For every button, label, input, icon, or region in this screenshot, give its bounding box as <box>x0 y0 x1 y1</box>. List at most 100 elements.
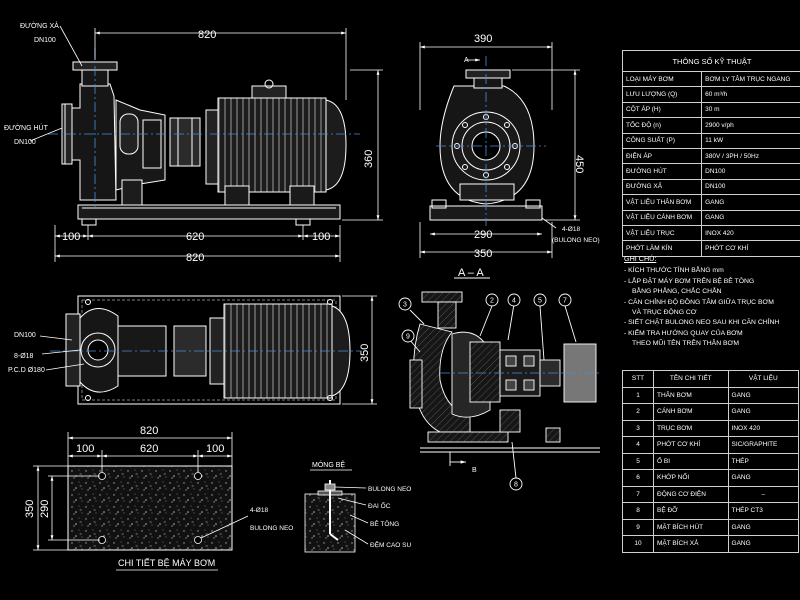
balloon-3 <box>398 297 412 311</box>
note-line: BẰNG PHẲNG, CHẮC CHẮN <box>632 288 722 296</box>
front-motor-fan-cover <box>325 99 347 191</box>
parts-material: GANG <box>727 535 800 553</box>
base-bolt-label-2: BULONG NEO <box>250 525 293 532</box>
parts-header-name: TÊN CHI TIẾT <box>653 370 729 388</box>
parts-stt: 5 <box>622 452 654 470</box>
balloon-label-2: 2 <box>490 298 494 305</box>
plan-label-pcd: P.C.D Ø180 <box>8 367 45 374</box>
front-inlet-label-2: DN100 <box>14 139 36 146</box>
parts-header-row: STT TÊN CHI TIẾT VẬT LIỆU <box>622 370 800 388</box>
base-detail-caption: CHI TIẾT BỆ MÁY BƠM <box>118 558 215 568</box>
side-dim-height: 450 <box>573 155 585 173</box>
parts-material: THÉP <box>727 452 800 470</box>
section-balloon-labels: 3 2 4 5 7 9 8 <box>403 298 567 489</box>
foundation-title: MÓNG BỆ <box>312 460 345 469</box>
base-concrete-block <box>67 465 233 551</box>
spec-value: GANG <box>701 209 800 226</box>
note-line: THEO MŨI TÊN TRÊN THÂN BƠM <box>632 340 740 348</box>
front-lifting-eye <box>264 79 274 89</box>
spec-value: 380V / 3PH / 50Hz <box>701 147 800 165</box>
section-pedestal <box>427 431 509 443</box>
note-line: - LẮP ĐẶT MÁY BƠM TRÊN BỆ BÊ TÔNG <box>624 277 755 285</box>
balloon-label-7: 7 <box>563 298 567 305</box>
front-dim-total-top: 820 <box>198 29 216 41</box>
spec-key: CÔNG SUẤT (P) <box>621 132 703 149</box>
balloon-8 <box>509 477 523 491</box>
parts-stt: 7 <box>622 485 654 503</box>
front-dim-total-bottom: 820 <box>186 252 204 264</box>
parts-name: THÂN BƠM <box>653 386 729 404</box>
spec-row: CỘT ÁP (H)30 m <box>621 101 800 119</box>
base-dim-inner: 290 <box>39 500 51 518</box>
front-dim-height: 360 <box>363 150 375 168</box>
parts-name: ĐỘNG CƠ ĐIỆN <box>653 485 729 503</box>
front-outlet-label-2: DN100 <box>34 37 56 44</box>
parts-material: GANG <box>727 469 800 487</box>
spec-value: BƠM LY TÂM TRỤC NGANG <box>701 70 800 88</box>
section-view <box>398 277 600 491</box>
side-bolt-label-1: 4-Ø18 <box>562 226 580 233</box>
parts-name: TRỤC BƠM <box>653 419 729 437</box>
foundation-label-pad: ĐỆM CAO SU <box>370 540 411 549</box>
plan-view <box>50 295 360 405</box>
balloon-5 <box>533 293 547 307</box>
front-dim-left: 100 <box>62 231 80 243</box>
notes-panel: GHI CHÚ: - KÍCH THƯỚC TÍNH BẰNG mm - LẮP… <box>624 254 796 350</box>
front-foot-right <box>295 218 311 226</box>
parts-material: SIC/GRAPHITE <box>727 436 800 454</box>
parts-name: MẶT BÍCH HÚT <box>653 518 729 536</box>
parts-name: BỆ ĐỠ <box>653 502 729 520</box>
parts-header-stt: STT <box>622 370 654 388</box>
section-title: A – A <box>458 267 484 279</box>
foundation-label-bolt: BULONG NEO <box>368 486 411 493</box>
balloon-4 <box>507 293 521 307</box>
front-inlet-label-1: ĐƯỜNG HÚT <box>4 123 49 132</box>
balloon-label-9: 9 <box>406 334 410 341</box>
spec-value: 60 m³/h <box>701 86 800 103</box>
note-line: - CĂN CHỈNH ĐỘ ĐỒNG TÂM GIỮA TRỤC BƠM <box>624 298 774 306</box>
foundation-detail <box>304 469 369 553</box>
spec-value: 2900 v/ph <box>701 117 800 134</box>
spec-value: INOX 420 <box>701 224 800 242</box>
balloon-2 <box>485 293 499 307</box>
foundation-label-nut: ĐAI ỐC <box>368 500 391 510</box>
parts-name: KHỚP NỐI <box>653 469 729 487</box>
spec-table-title: THÔNG SỐ KỸ THUẬT <box>622 50 800 72</box>
parts-material: INOX 420 <box>727 419 800 437</box>
spec-key: VẬT LIỆU THÂN BƠM <box>621 194 703 211</box>
base-dim-total: 820 <box>140 425 158 437</box>
parts-stt: 2 <box>622 403 654 421</box>
note-line: - SIẾT CHẶT BULONG NEO SAU KHI CĂN CHỈNH <box>624 319 780 327</box>
notes-heading: GHI CHÚ: <box>624 254 657 263</box>
side-discharge-flange <box>465 69 511 79</box>
balloon-label-8: 8 <box>514 482 518 489</box>
foundation-nut <box>324 483 336 491</box>
parts-name: Ổ BI <box>653 452 729 470</box>
side-dim-top: 390 <box>474 33 492 45</box>
front-outlet-label-1: ĐƯỜNG XẢ <box>20 21 59 30</box>
balloon-label-4: 4 <box>512 298 516 305</box>
base-bolt-label-1: 4-Ø18 <box>250 507 268 514</box>
base-dim-right: 100 <box>206 443 224 455</box>
spec-row: TỐC ĐỘ (n)2900 v/ph <box>621 117 800 134</box>
front-motor-endcap <box>205 109 219 185</box>
front-dim-mid: 620 <box>186 231 204 243</box>
front-coupling <box>169 117 201 167</box>
parts-stt: 10 <box>622 535 654 553</box>
note-line: - KÍCH THƯỚC TÍNH BẰNG mm <box>624 267 724 275</box>
front-dim-right: 100 <box>312 231 330 243</box>
